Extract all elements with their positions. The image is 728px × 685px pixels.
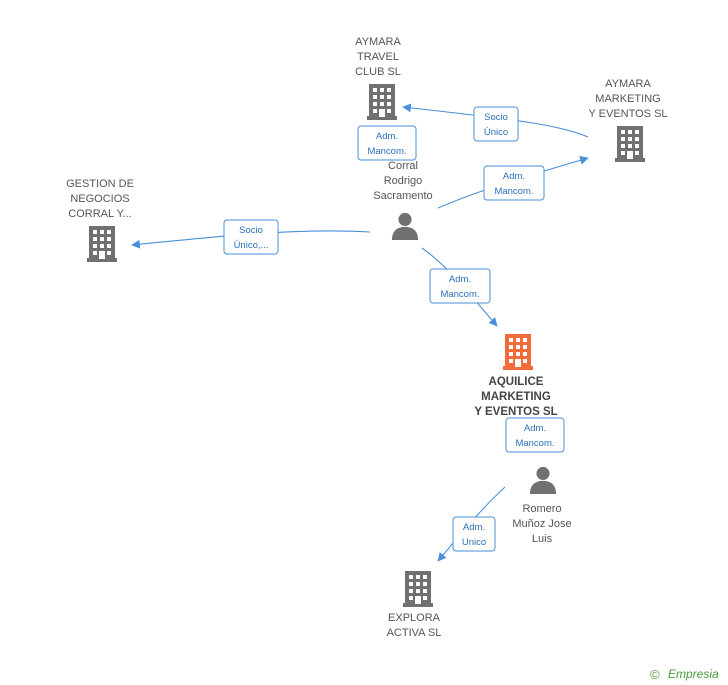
- relation-label-line: Adm.: [449, 274, 471, 285]
- company-name-line: Y EVENTOS SL: [474, 406, 557, 418]
- relation-label-line: Único,...: [234, 240, 269, 251]
- building-icon: [87, 226, 117, 262]
- company-aquilice[interactable]: AQUILICE MARKETING Y EVENTOS SL: [474, 334, 558, 418]
- person-icon: [529, 466, 557, 494]
- watermark: © Empresia: [650, 667, 719, 682]
- company-name-line: CLUB SL: [355, 66, 401, 78]
- building-icon: [367, 84, 397, 120]
- company-name-line: AQUILICE: [489, 376, 544, 388]
- building-icon: [503, 334, 533, 370]
- relation-label-line: Adm.: [524, 423, 546, 434]
- company-name-line: MARKETING: [595, 93, 660, 105]
- company-name-line: GESTION DE: [66, 178, 134, 190]
- company-name-line: ACTIVA SL: [387, 627, 442, 639]
- relation-label-corral-aquilice[interactable]: Adm. Mancom.: [429, 268, 491, 304]
- person-name-line: Corral: [388, 160, 418, 172]
- relation-label-line: Único: [484, 127, 508, 138]
- person-name-line: Muñoz Jose: [512, 518, 571, 530]
- relation-label-line: Adm.: [376, 131, 398, 142]
- relation-label-line: Mancom.: [440, 289, 479, 300]
- relation-label-line: Adm.: [503, 171, 525, 182]
- person-name-line: Romero: [522, 503, 561, 515]
- relation-label-line: Adm.: [463, 522, 485, 533]
- person-corral[interactable]: Corral Rodrigo Sacramento: [373, 160, 433, 240]
- relation-label-romero-explora[interactable]: Adm. Unico: [452, 516, 496, 552]
- person-name-line: Luis: [532, 533, 553, 545]
- person-name-line: Sacramento: [373, 190, 432, 202]
- company-name-line: CORRAL Y...: [68, 208, 131, 220]
- company-name-line: EXPLORA: [388, 612, 441, 624]
- person-icon: [391, 212, 419, 240]
- brand-name: Empresia: [668, 667, 719, 681]
- copyright-symbol: ©: [650, 667, 660, 682]
- company-aymara-travel[interactable]: AYMARA TRAVEL CLUB SL: [355, 36, 401, 120]
- edge-marketing-to-travel: [402, 103, 589, 138]
- company-name-line: TRAVEL: [357, 51, 399, 63]
- relation-label-line: Mancom.: [494, 186, 533, 197]
- company-explora[interactable]: EXPLORA ACTIVA SL: [387, 571, 442, 639]
- relation-label-corral-marketing[interactable]: Adm. Mancom.: [483, 165, 545, 201]
- company-gestion-negocios[interactable]: GESTION DE NEGOCIOS CORRAL Y...: [66, 178, 134, 262]
- person-romero[interactable]: Romero Muñoz Jose Luis: [512, 466, 572, 545]
- company-aymara-marketing[interactable]: AYMARA MARKETING Y EVENTOS SL: [588, 78, 668, 162]
- relation-label-corral-gestion[interactable]: Socio Único,...: [223, 219, 279, 255]
- company-name-line: AYMARA: [355, 36, 401, 48]
- company-name-line: Y EVENTOS SL: [588, 108, 667, 120]
- relation-label-aquilice-adm[interactable]: Adm. Mancom.: [505, 417, 565, 453]
- relation-label-line: Unico: [462, 537, 486, 548]
- building-icon: [403, 571, 433, 607]
- person-name-line: Rodrigo: [384, 175, 423, 187]
- relation-label-marketing-travel[interactable]: Socio Único: [473, 106, 519, 142]
- relation-label-line: Mancom.: [367, 146, 406, 157]
- relation-label-line: Socio: [484, 112, 508, 123]
- relation-label-line: Mancom.: [515, 438, 554, 449]
- company-name-line: MARKETING: [481, 391, 551, 403]
- company-name-line: NEGOCIOS: [70, 193, 129, 205]
- building-icon: [615, 126, 645, 162]
- company-name-line: AYMARA: [605, 78, 651, 90]
- relation-label-travel-adm[interactable]: Adm. Mancom.: [357, 125, 417, 161]
- relation-label-line: Socio: [239, 225, 263, 236]
